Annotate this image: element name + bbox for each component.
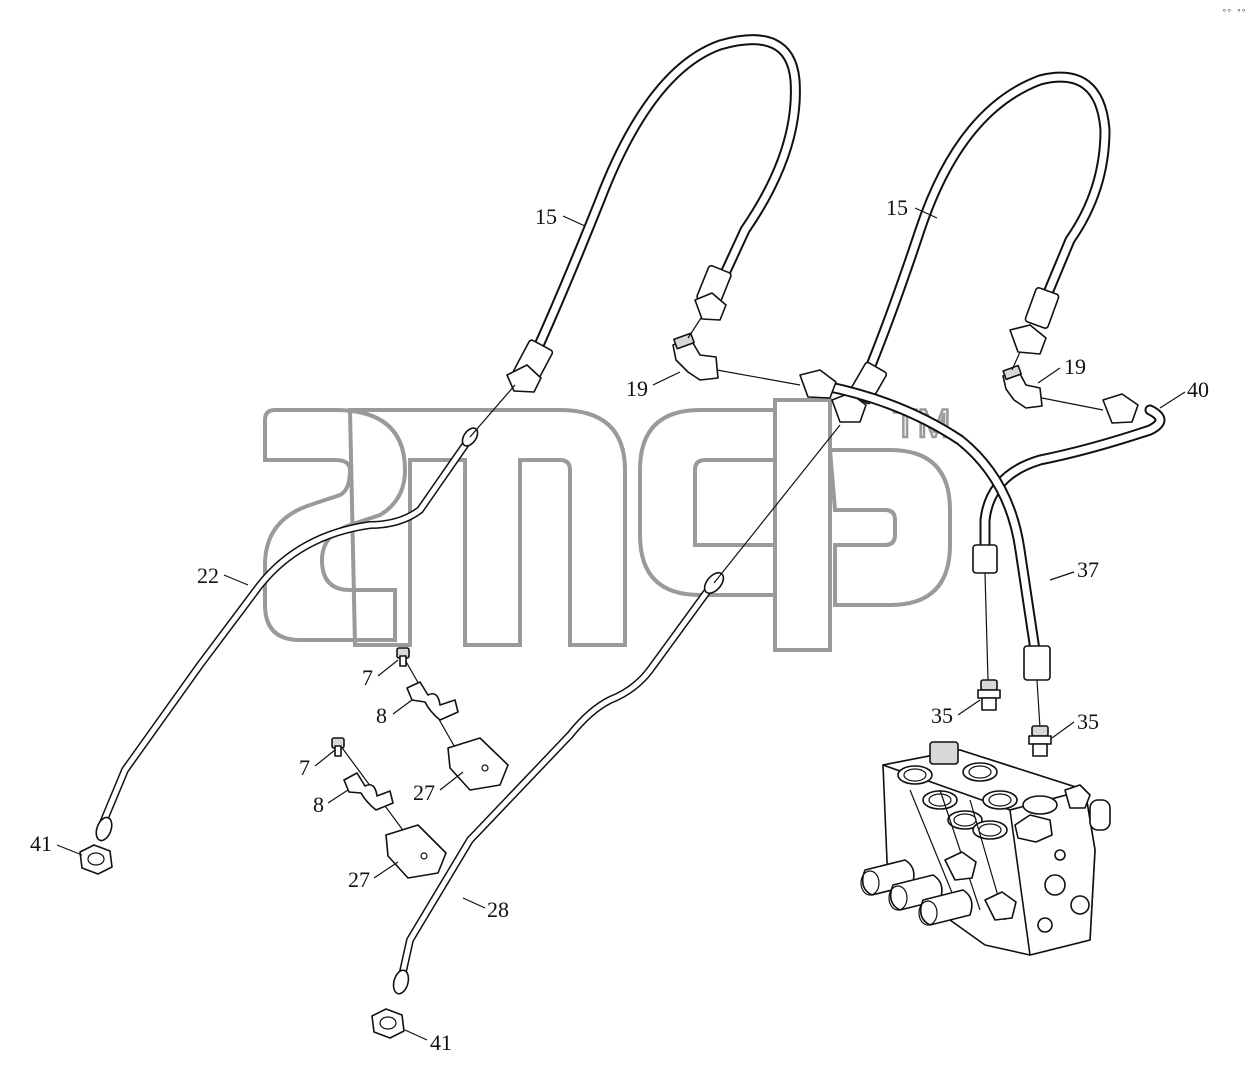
pipe-28: [392, 571, 725, 995]
bolt-7-upper: [396, 647, 410, 667]
block-27-lower: [385, 824, 447, 879]
callout-elbow-19-right: 19: [1064, 354, 1086, 379]
callout-nut-41-bottom: 41: [430, 1030, 452, 1055]
callout-pipe-28: 28: [487, 897, 509, 922]
callout-adapter-35-left: 35: [931, 703, 953, 728]
adapter-35-right: [1028, 725, 1052, 757]
callout-bolt-7-upper: 7: [362, 665, 373, 690]
control-valve-block: [860, 741, 1111, 956]
adapter-35-left: [977, 679, 1001, 711]
callout-clamp-8-lower: 8: [313, 792, 324, 817]
callout-hose-40: 40: [1187, 377, 1209, 402]
callout-hose-15-right: 15: [886, 195, 908, 220]
callout-adapter-35-right: 35: [1077, 709, 1099, 734]
hose-37: [799, 369, 1051, 681]
callout-nut-41-left: 41: [30, 831, 52, 856]
corner-mark: ᵒᵒ ᵒᵒᵒ: [1222, 7, 1245, 16]
clamp-8-upper: [406, 681, 459, 721]
callout-labels: 15 15 19 19 40 22 37 7 8 7 8 27 27 35 35…: [30, 195, 1209, 1055]
elbow-19-right: [1002, 364, 1043, 409]
callout-block-27-upper: 27: [413, 780, 435, 805]
clamp-8-lower: [343, 772, 394, 811]
nut-41-left: [79, 844, 113, 875]
nut-41-bottom: [371, 1008, 405, 1039]
block-27-upper: [447, 737, 509, 791]
callout-leaders: [56, 207, 1186, 1041]
callout-hose-15-left: 15: [535, 204, 557, 229]
elbow-19-left: [672, 332, 719, 381]
callout-hose-37: 37: [1077, 557, 1099, 582]
callout-bolt-7-lower: 7: [299, 755, 310, 780]
callout-pipe-22: 22: [197, 563, 219, 588]
hose-15-left: [506, 34, 801, 393]
callout-block-27-lower: 27: [348, 867, 370, 892]
callout-clamp-8-upper: 8: [376, 703, 387, 728]
bolt-7-lower: [331, 737, 345, 757]
callout-elbow-19-left: 19: [626, 376, 648, 401]
